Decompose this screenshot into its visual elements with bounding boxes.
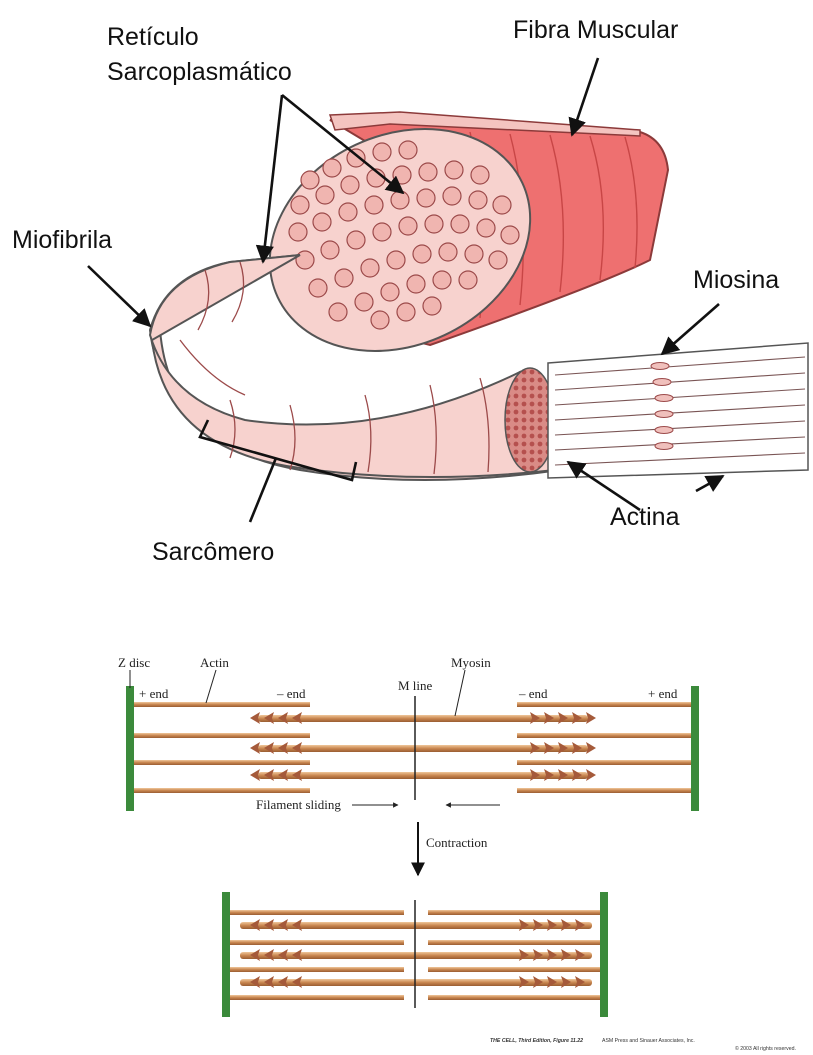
label-filament-sliding: Filament sliding [256,797,341,812]
z-disc-left-contracted [222,892,230,1017]
label-miosina: Miosina [693,266,779,294]
z-disc-right-contracted [600,892,608,1017]
label-reticulo-1: Retículo [107,23,199,51]
label-plus-end-left: + end [139,686,169,701]
credit-rights: © 2003 All rights reserved. [735,1045,796,1052]
label-contraction: Contraction [426,835,488,850]
label-fibra-muscular: Fibra Muscular [513,16,678,44]
label-plus-end-right: + end [648,686,678,701]
sliding-filament-contracted [222,892,608,1017]
credit-publisher: ASM Press and Sinauer Associates, Inc. [602,1038,695,1044]
myosin-filaments [258,715,588,779]
label-sarcomero: Sarcômero [152,538,274,566]
label-z-disc: Z disc [118,655,150,670]
label-actina: Actina [610,503,680,531]
muscle-fiber-illustration: Retículo Sarcoplasmático Fibra Muscular … [12,16,808,566]
label-miofibrila: Miofibrila [12,226,112,254]
label-minus-end-right: – end [518,686,548,701]
z-disc-left [126,686,134,811]
label-actin: Actin [200,655,229,670]
filament-box [548,343,808,478]
label-minus-end-left: – end [276,686,306,701]
z-disc-right [691,686,699,811]
label-reticulo-2: Sarcoplasmático [107,58,292,86]
label-m-line: M line [398,678,433,693]
sliding-filament-relaxed: Z disc Actin Myosin M line + end – end –… [118,655,699,875]
credit-title: THE CELL, Third Edition, Figure 11.22 [490,1038,583,1044]
label-myosin: Myosin [451,655,491,670]
